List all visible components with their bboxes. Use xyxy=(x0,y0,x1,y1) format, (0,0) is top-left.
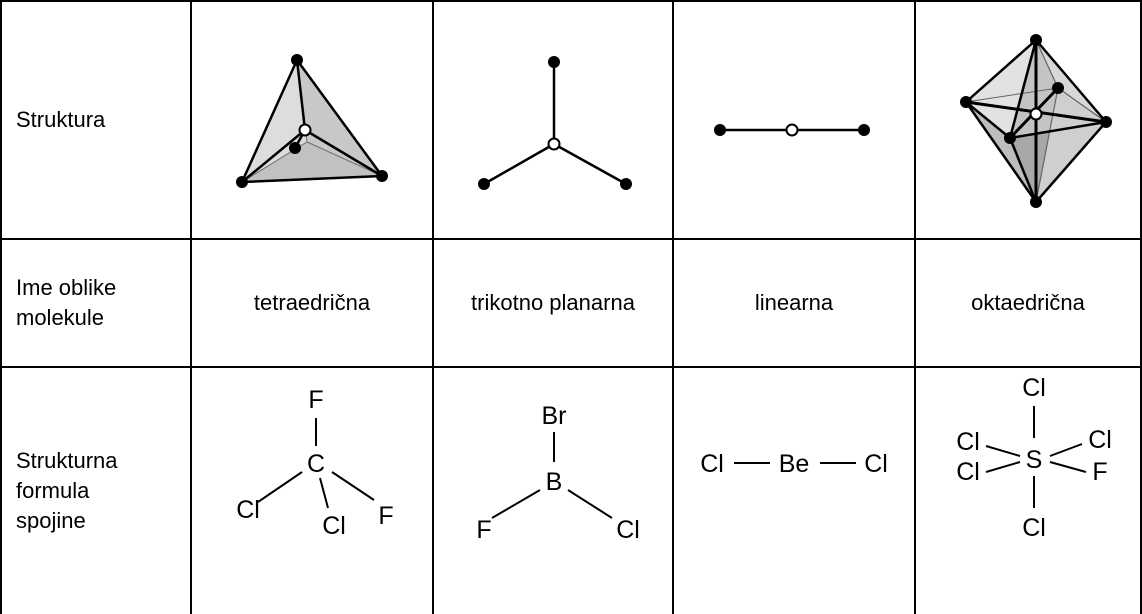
atom-center: C xyxy=(307,450,325,478)
formula-trigonal-planar: Br B F Cl xyxy=(432,366,672,614)
shape-name-linear: linearna xyxy=(672,238,914,366)
formula-linear: Cl Be Cl xyxy=(672,366,914,614)
atom-lower-left: Cl xyxy=(956,458,980,486)
atom-top: F xyxy=(308,386,323,414)
row-header-shape-name: Ime oblike molekule xyxy=(0,238,190,366)
octahedral-structure-image xyxy=(914,0,1142,238)
row-header-formula: Strukturna formula spojine xyxy=(0,366,190,614)
shape-name-trigonal-planar: trikotno planarna xyxy=(432,238,672,366)
formula-octahedral: Cl S Cl Cl Cl Cl F xyxy=(914,366,1142,614)
atom-left: F xyxy=(476,516,491,544)
atom-bottom: Cl xyxy=(322,512,346,540)
atom-lower-right: F xyxy=(1092,458,1107,486)
atom-upper-left: Cl xyxy=(956,428,980,456)
atom-top: Cl xyxy=(1022,374,1046,402)
atom-right: Cl xyxy=(616,516,640,544)
tetrahedral-structure-image xyxy=(190,0,432,238)
formula-label: Strukturna formula spojine xyxy=(16,448,118,533)
atom-left: Cl xyxy=(700,450,724,478)
shape-name-octahedral: oktaedrična xyxy=(914,238,1142,366)
shape-name-label: Ime oblike molekule xyxy=(16,275,117,330)
atom-right: Cl xyxy=(864,450,888,478)
atom-left: Cl xyxy=(236,496,260,524)
atom-right: F xyxy=(378,502,393,530)
shape-name-tetrahedral: tetraedrična xyxy=(190,238,432,366)
atom-top: Br xyxy=(542,402,567,430)
trigonal-planar-structure-image xyxy=(432,0,672,238)
atom-upper-right: Cl xyxy=(1088,426,1112,454)
row-header-structure: Struktura xyxy=(0,0,190,238)
atom-center: Be xyxy=(779,450,810,478)
linear-structure-image xyxy=(672,0,914,238)
atom-bottom: Cl xyxy=(1022,514,1046,542)
atom-center: B xyxy=(546,468,563,496)
atom-center: S xyxy=(1026,446,1043,474)
formula-tetrahedral: F C Cl Cl F xyxy=(190,366,432,614)
